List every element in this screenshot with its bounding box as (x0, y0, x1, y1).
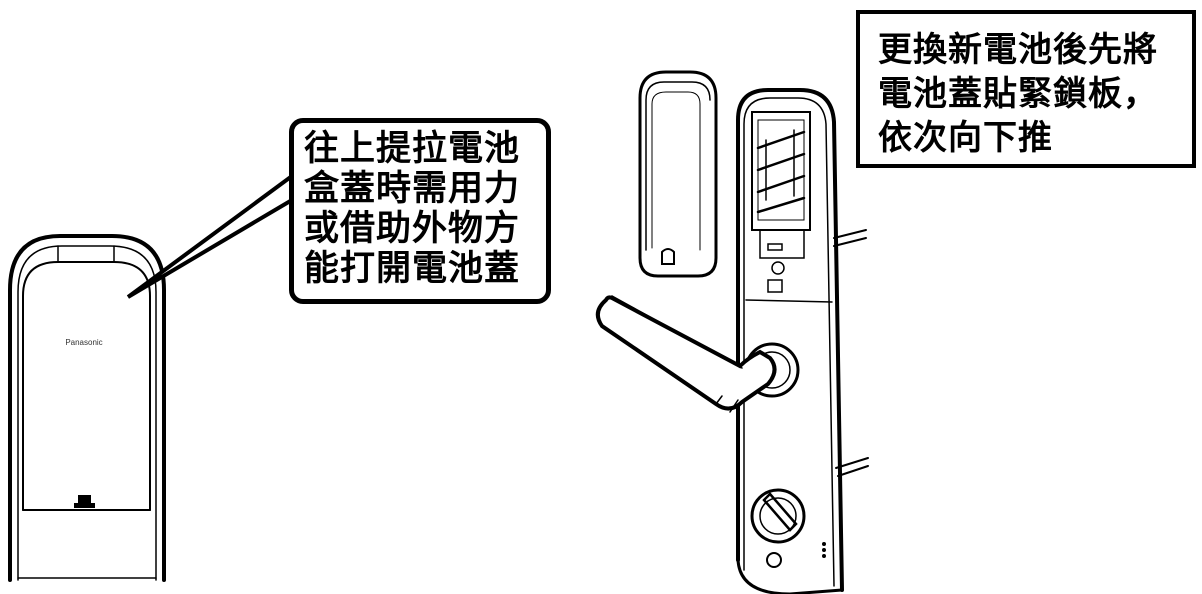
callout-replace-battery-line-2: 電池蓋貼緊鎖板， (878, 74, 1158, 114)
callout-replace-battery-line-3: 依次向下推 (878, 118, 1053, 158)
callout-lift-cover-line-4: 能打開電池蓋 (304, 249, 521, 289)
callout-replace-battery-line-1: 更換新電池後先將 (878, 30, 1158, 70)
callout-1-pointer (126, 174, 294, 299)
lock-closed-front (8, 234, 166, 582)
callout-lift-cover: 往上提拉電池 盒蓋時需用力 或借助外物方 能打開電池蓋 (289, 118, 551, 304)
callout-lift-cover-line-1: 往上提拉電池 (304, 129, 521, 169)
callout-lift-cover-line-2: 盒蓋時需用力 (304, 169, 521, 209)
lock-open-body (595, 88, 869, 594)
callout-lift-cover-line-3: 或借助外物方 (304, 209, 521, 249)
callout-replace-battery: 更換新電池後先將 電池蓋貼緊鎖板， 依次向下推 (856, 10, 1196, 168)
lock-cover-latch (78, 495, 91, 505)
brand-logo: Panasonic (65, 338, 102, 347)
battery-cover (638, 70, 718, 278)
